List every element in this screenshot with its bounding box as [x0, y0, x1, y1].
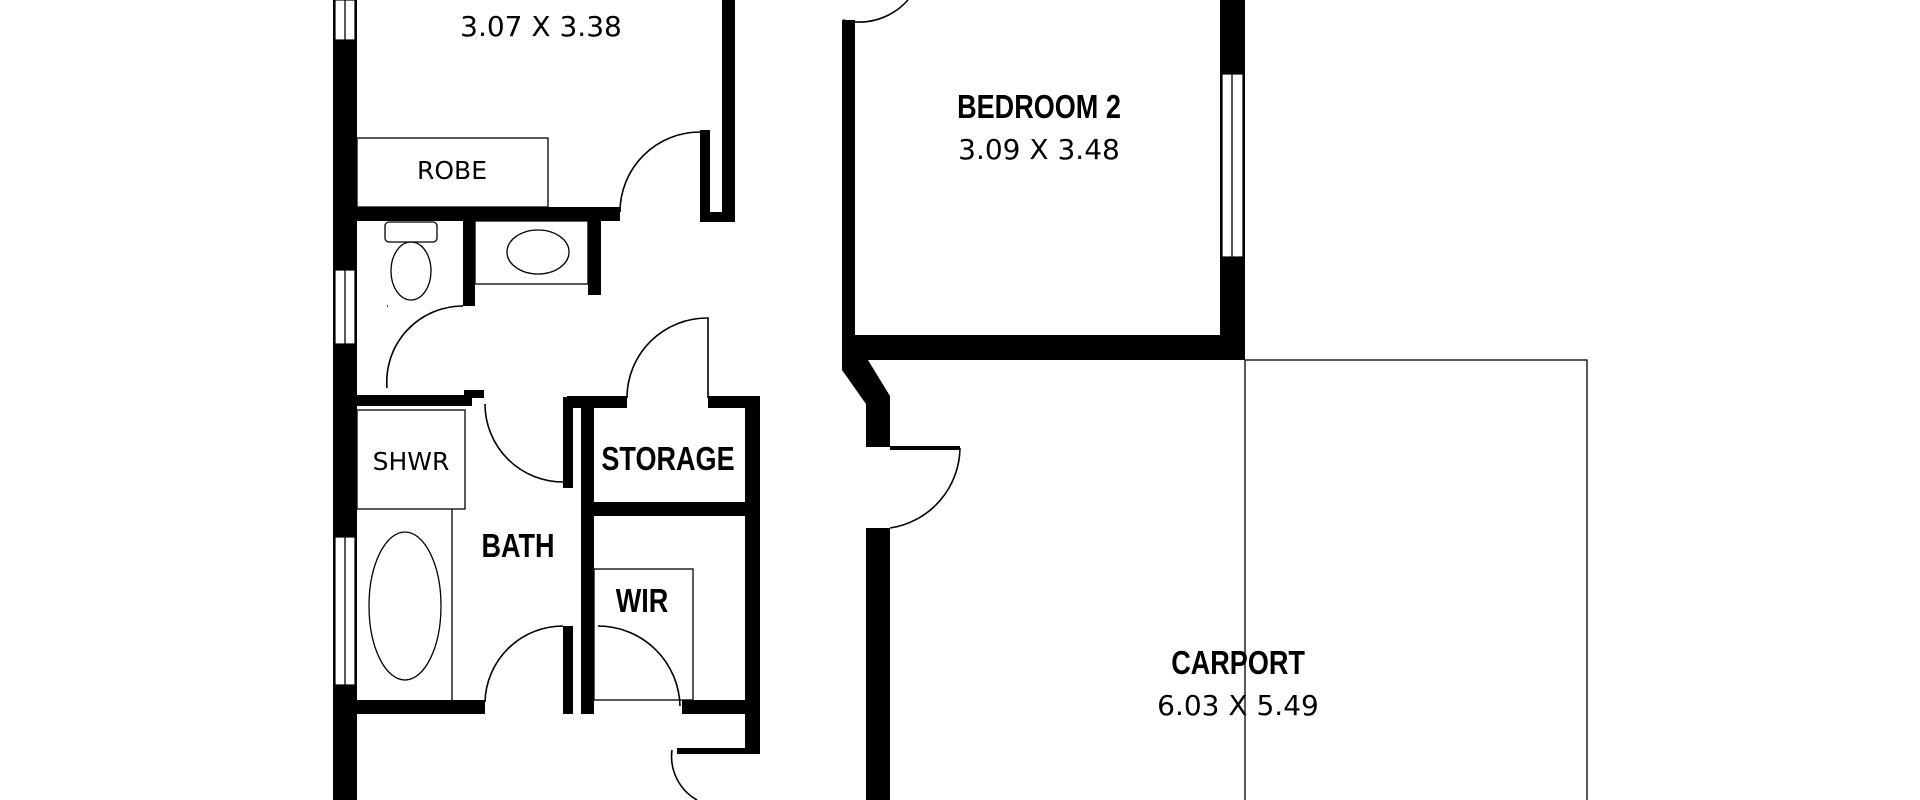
bathroom: SHWR BATH — [356, 397, 752, 714]
wir-label: WIR — [616, 584, 669, 620]
carport-dims: 6.03 X 5.49 — [1157, 689, 1319, 722]
carport-door — [889, 447, 961, 529]
wc-area — [357, 220, 601, 406]
cistern-icon — [384, 221, 438, 243]
carport-label: CARPORT — [1171, 646, 1305, 682]
vanity — [474, 220, 589, 285]
lower-door — [670, 749, 698, 800]
bedroom-2: BEDROOM 2 3.09 X 3.48 — [842, 0, 1245, 365]
storage-wir: STORAGE WIR — [567, 317, 760, 800]
bedroom-1-door — [619, 131, 701, 213]
toilet-icon — [390, 241, 432, 301]
shower — [356, 409, 466, 510]
bathtub-icon — [368, 531, 442, 681]
bedroom-2-dims: 3.09 X 3.48 — [958, 133, 1120, 166]
carport-outline — [1244, 359, 1588, 800]
robe — [356, 137, 549, 208]
wc-door — [385, 305, 464, 389]
bedroom-2-label: BEDROOM 2 — [957, 90, 1121, 126]
basin-icon — [506, 229, 570, 275]
bath-door-top — [484, 403, 564, 483]
left-exterior-wall — [333, 0, 357, 800]
robe-label: ROBE — [417, 156, 487, 185]
shower-label: SHWR — [373, 447, 450, 476]
carport: CARPORT 6.03 X 5.49 — [842, 359, 1588, 800]
bedroom-1-dims: 3.07 X 3.38 — [460, 10, 622, 43]
bath-label: BATH — [481, 529, 554, 565]
bedroom-1: ROBE 3.07 X 3.38 — [356, 0, 735, 222]
bedroom-2-door — [842, 0, 909, 23]
wir-shelf — [593, 568, 694, 701]
storage-label: STORAGE — [601, 442, 734, 478]
wir-door — [597, 625, 681, 707]
bath-door-bottom — [484, 625, 564, 703]
storage-door — [626, 317, 709, 399]
